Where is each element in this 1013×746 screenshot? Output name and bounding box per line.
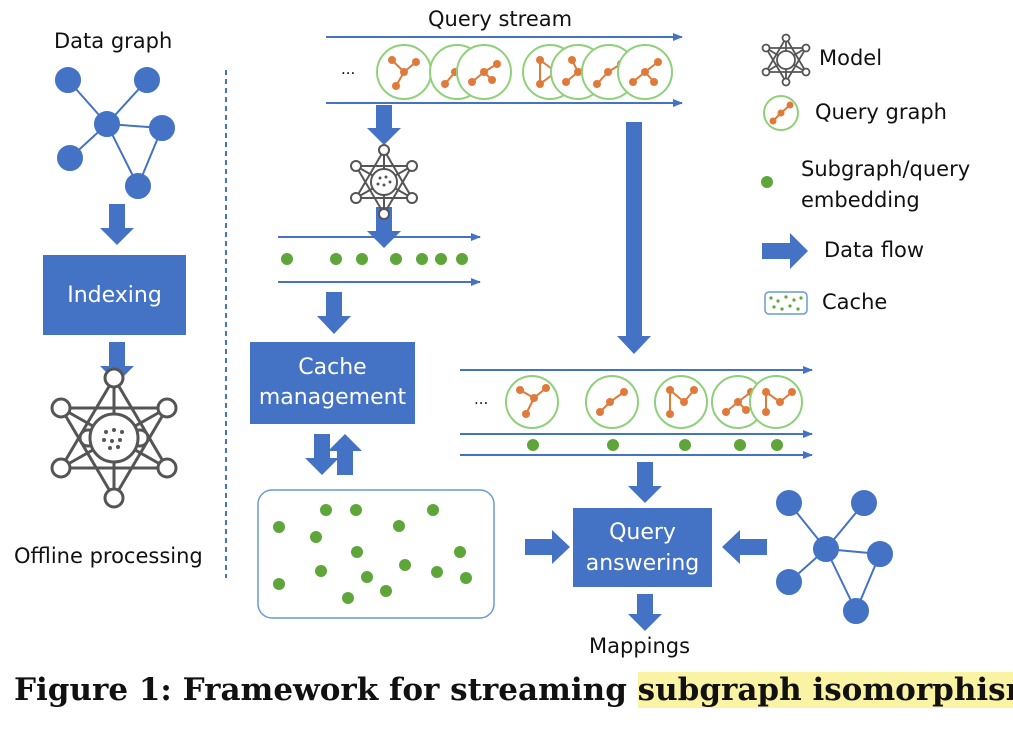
arrow-cache-to-answering bbox=[525, 530, 570, 564]
query-stream-label: Query stream bbox=[428, 7, 573, 31]
arrow-graph-to-answering bbox=[722, 530, 767, 564]
arrow-up-from-cache bbox=[328, 434, 362, 475]
legend-data-flow-label: Data flow bbox=[824, 238, 925, 262]
offline-processing-label: Offline processing bbox=[14, 544, 203, 568]
arrow-embeddings-to-cache-management bbox=[317, 292, 351, 334]
queue-ellipsis: ... bbox=[474, 390, 489, 408]
data-graph-icon-right bbox=[776, 490, 893, 624]
answer-queue-graphs bbox=[505, 375, 803, 429]
arrow-queue-to-answering bbox=[628, 462, 662, 503]
arrow-answering-to-mappings bbox=[628, 594, 662, 631]
arrow-stream-to-model bbox=[367, 105, 401, 145]
caption-prefix: Figure 1: Framework for streaming bbox=[14, 672, 638, 708]
model-icon-small bbox=[350, 144, 418, 220]
query-answering-box: Query answering bbox=[573, 508, 712, 587]
legend-query-graph-label: Query graph bbox=[815, 100, 947, 124]
cache-box bbox=[257, 489, 495, 619]
embedding-dot-icon bbox=[761, 176, 773, 188]
indexing-box: Indexing bbox=[43, 255, 186, 335]
cache-icon bbox=[764, 291, 808, 315]
data-graph-label: Data graph bbox=[54, 29, 173, 53]
cache-management-box: Cache management bbox=[250, 342, 415, 424]
legend-cache-label: Cache bbox=[822, 290, 888, 314]
query-graph-icon bbox=[763, 95, 799, 131]
caption-highlight: subgraph isomorphism bbox=[637, 672, 1013, 708]
model-icon-large bbox=[50, 367, 178, 509]
mappings-label: Mappings bbox=[589, 634, 691, 658]
query-stream-graphs bbox=[376, 44, 673, 100]
data-graph-icon bbox=[55, 67, 175, 199]
arrow-stream-to-answer-queue bbox=[617, 122, 651, 354]
arrow-down-to-cache bbox=[305, 434, 339, 475]
cache-dots bbox=[273, 504, 472, 604]
legend-model-label: Model bbox=[819, 46, 883, 70]
stream-ellipsis: ... bbox=[341, 60, 356, 78]
legend-embedding-label: Subgraph/query embedding bbox=[801, 157, 971, 212]
embedding-stream-dots bbox=[281, 253, 468, 265]
arrow-data-graph-to-indexing bbox=[100, 204, 134, 245]
data-flow-arrow-icon bbox=[762, 233, 808, 269]
model-icon bbox=[761, 33, 811, 87]
figure-caption: Figure 1: Framework for streaming subgra… bbox=[14, 672, 1013, 708]
answer-queue-dots bbox=[527, 439, 783, 451]
